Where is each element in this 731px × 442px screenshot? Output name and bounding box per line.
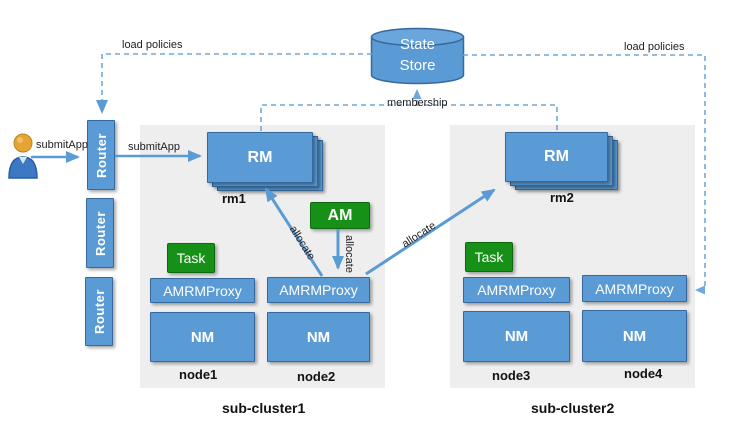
am-box: AM — [310, 202, 370, 229]
rm2-text: RM — [544, 148, 569, 165]
node2-label: node2 — [297, 369, 336, 384]
router-1: Router — [87, 120, 115, 190]
router-2-label: Router — [92, 210, 108, 256]
amrmproxy-node2: AMRMProxy — [267, 277, 370, 303]
submitapp-router-label: submitApp — [128, 141, 180, 153]
load-policies-left-label: load policies — [122, 39, 183, 51]
load-policies-left-line — [96, 53, 372, 114]
state-store-label: State Store — [370, 34, 465, 76]
rm2-box: RM — [505, 132, 608, 182]
amrmproxy-node3: AMRMProxy — [463, 277, 570, 303]
nm-node4: NM — [582, 310, 687, 362]
task-box-node1: Task — [167, 243, 215, 273]
amrmproxy-node1: AMRMProxy — [150, 278, 255, 303]
rm1-box: RM — [207, 132, 313, 183]
nm-node2: NM — [267, 312, 370, 362]
rm1-text: RM — [247, 148, 273, 166]
node4-label: node4 — [624, 366, 663, 381]
sub-cluster2-title: sub-cluster2 — [531, 400, 615, 416]
task-box-node3: Task — [465, 242, 513, 272]
nm-node1: NM — [150, 312, 255, 362]
router-2: Router — [86, 198, 114, 268]
state-store-line1: State — [399, 36, 436, 53]
node3-label: node3 — [492, 368, 531, 383]
membership-label: membership — [387, 97, 448, 109]
rm1-id-label: rm1 — [222, 191, 246, 206]
allocate-am-label: allocate — [342, 235, 355, 273]
user-icon — [8, 133, 38, 179]
state-store: State Store — [370, 27, 465, 85]
cylinder-icon — [370, 27, 465, 85]
state-store-line2: Store — [399, 57, 436, 74]
router-1-label: Router — [93, 132, 109, 178]
rm2-id-label: rm2 — [550, 190, 574, 205]
sub-cluster1-title: sub-cluster1 — [222, 400, 306, 416]
submitapp-user-label: submitApp — [36, 139, 88, 151]
node1-label: node1 — [179, 367, 218, 382]
amrmproxy-node4: AMRMProxy — [582, 275, 687, 302]
router-3: Router — [85, 277, 113, 346]
nm-node3: NM — [463, 311, 570, 362]
router-3-label: Router — [91, 289, 107, 334]
load-policies-right-label: load policies — [624, 41, 685, 53]
allocate-rm2-label: allocate — [399, 219, 439, 251]
